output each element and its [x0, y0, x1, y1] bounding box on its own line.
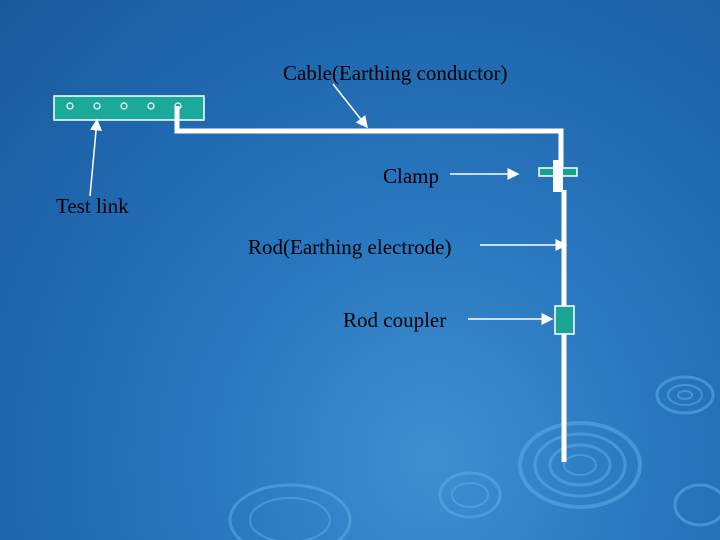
test-link-bar: [53, 95, 205, 121]
rod-label: Rod(Earthing electrode): [248, 235, 452, 259]
rod-coupler-shape: [554, 305, 575, 335]
clamp-label: Clamp: [383, 164, 439, 188]
cable-pointer-line: [332, 83, 368, 129]
test-link-pointer-line: [89, 118, 103, 197]
test-link-hole: [147, 102, 155, 110]
test-link-holes: [66, 102, 182, 110]
cable-label: Cable(Earthing conductor): [283, 61, 508, 85]
rod-coupler-label: Rod coupler: [343, 308, 447, 332]
clamp-shape: [538, 160, 578, 192]
test-link-hole: [120, 102, 128, 110]
earthing-conductor-cable: [174, 106, 564, 168]
test-link-hole: [93, 102, 101, 110]
test-link-hole: [66, 102, 74, 110]
test-link-label: Test link: [56, 194, 129, 218]
